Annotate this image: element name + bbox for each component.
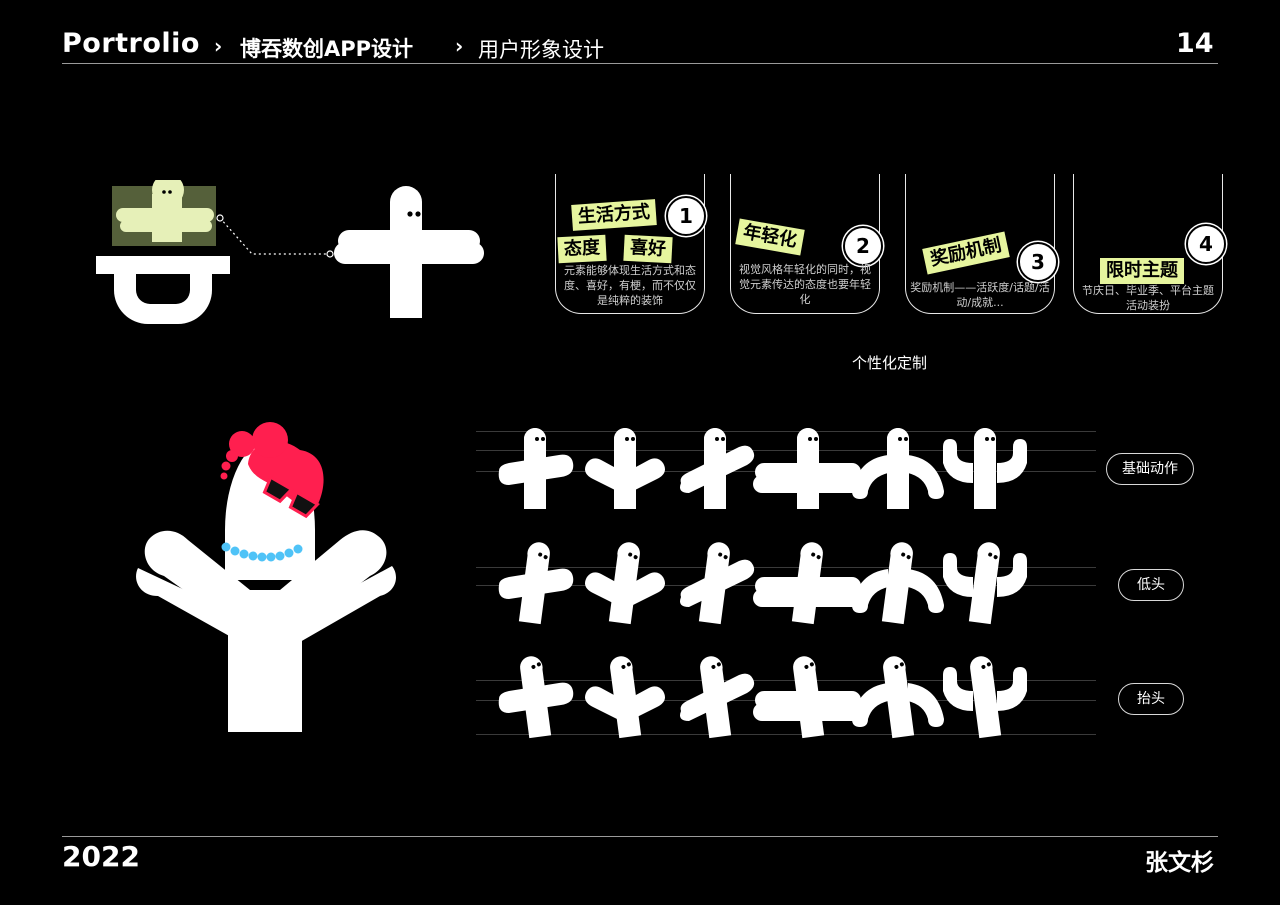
concept-card-reward: 奖励机制 3 奖励机制——活跃度/话题/活动/成就... [905, 174, 1058, 314]
mascot-logo-icon [96, 180, 484, 324]
card-number-badge: 1 [666, 196, 706, 236]
breadcrumb-arrow: › [455, 34, 464, 58]
mascot-pose-icon [680, 656, 755, 739]
hair-bun-icon [220, 422, 324, 507]
brand-title: Portrolio [62, 28, 200, 59]
breadcrumb-section: 用户形象设计 [478, 38, 604, 62]
card-description: 元素能够体现生活方式和态度、喜好，有梗，而不仅仅是纯粹的装饰 [564, 264, 696, 307]
mascot-pose-icon [852, 428, 944, 509]
decorated-mascot-icon [136, 422, 396, 732]
tag-label: 生活方式 [571, 199, 657, 231]
mascot-pose-icon [943, 656, 1027, 739]
page-number: 14 [1176, 28, 1214, 59]
tag-label: 限时主题 [1100, 258, 1184, 284]
header-divider [62, 63, 1218, 64]
breadcrumb-project: 博吞数创APP设计 [240, 37, 414, 61]
mascot-pose-icon [498, 656, 574, 739]
guide-line [476, 680, 1096, 681]
sunglasses-icon [262, 475, 320, 519]
mascot-pose-icon [680, 542, 755, 625]
cards-caption: 个性化定制 [852, 354, 928, 372]
mascot-pose-icon [852, 542, 944, 625]
tag-label: 奖励机制 [922, 231, 1010, 275]
tag-label: 喜好 [623, 234, 673, 264]
footer-year: 2022 [62, 840, 140, 873]
tag-label: 态度 [557, 234, 607, 264]
pose-row-label: 基础动作 [1106, 453, 1194, 485]
pose-row-label: 抬头 [1118, 683, 1184, 715]
pose-row-label: 低头 [1118, 569, 1184, 601]
guide-line [476, 567, 1096, 568]
mascot-pose-icon [585, 428, 665, 509]
concept-card-youth: 年轻化 2 视觉风格年轻化的同时，视觉元素传达的态度也要年轻化 [730, 174, 883, 314]
card-description: 节庆日、毕业季、平台主题活动装扮 [1082, 284, 1214, 312]
mascot-pose-icon [585, 656, 665, 739]
guide-line [476, 734, 1096, 735]
card-number-badge: 3 [1018, 242, 1058, 282]
mascot-pose-icon [943, 428, 1027, 509]
pose-grid [498, 428, 1027, 739]
mascot-pose-icon [753, 428, 863, 509]
concept-card-theme: 限时主题 4 节庆日、毕业季、平台主题活动装扮 [1073, 174, 1226, 314]
mascot-pose-icon [498, 542, 574, 625]
guide-line [476, 450, 1096, 451]
mascot-pose-icon [753, 542, 863, 625]
mascot-pose-icon [680, 428, 755, 509]
card-description: 视觉风格年轻化的同时，视觉元素传达的态度也要年轻化 [739, 263, 871, 306]
guide-line [476, 431, 1096, 432]
mascot-pose-icon [585, 542, 665, 625]
mascot-pose-icon [753, 656, 863, 739]
tag-label: 年轻化 [735, 218, 805, 256]
mascot-pose-icon [943, 542, 1027, 625]
concept-card-lifestyle: 生活方式 态度 喜好 1 元素能够体现生活方式和态度、喜好，有梗，而不仅仅是纯粹… [555, 174, 706, 314]
footer-author: 张文杉 [1145, 850, 1214, 876]
card-number-badge: 2 [843, 226, 883, 266]
mascot-pose-icon [852, 656, 944, 739]
bead-necklace-icon [221, 542, 303, 562]
footer-divider [62, 836, 1218, 837]
breadcrumb-arrow: › [214, 34, 223, 58]
mascot-icon [334, 186, 484, 318]
mascot-pose-icon [498, 428, 574, 509]
card-number-badge: 4 [1186, 224, 1226, 264]
card-description: 奖励机制——活跃度/话题/活动/成就... [910, 281, 1050, 309]
